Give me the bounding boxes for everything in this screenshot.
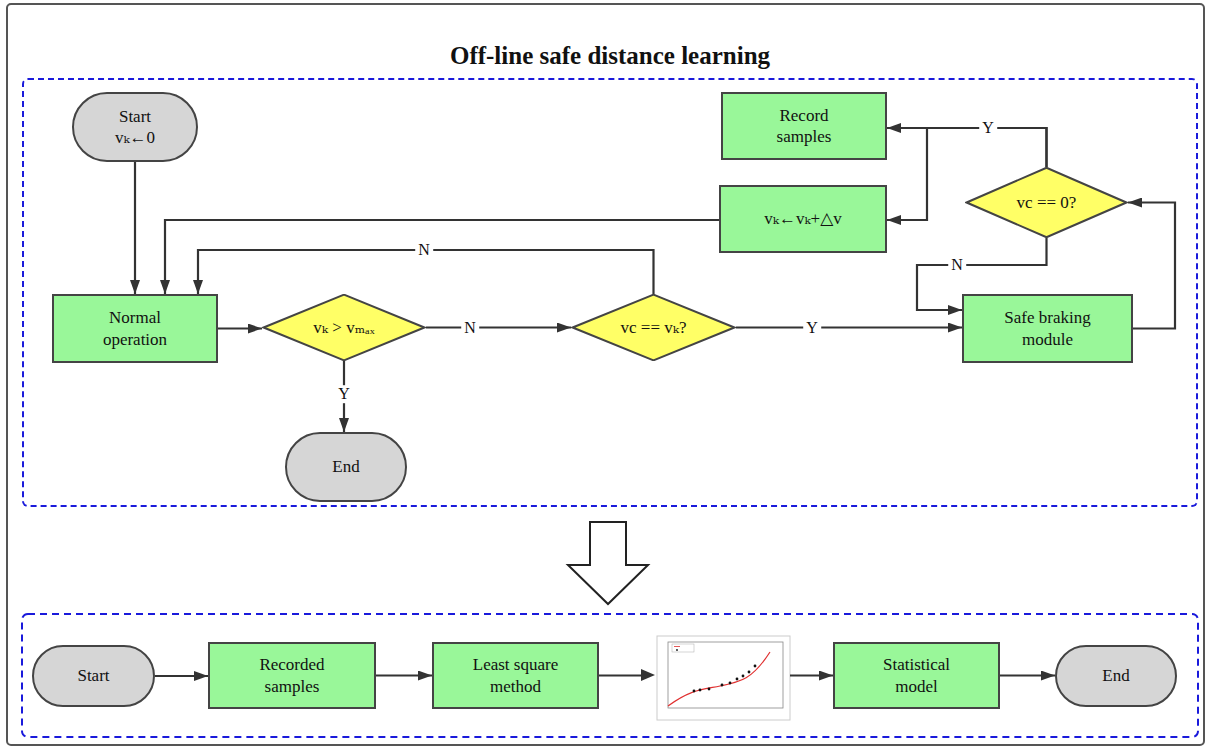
edge-label: N [948,256,966,274]
edge-label: Y [335,385,353,403]
flow-connector [426,326,571,328]
flow-connector [165,220,719,294]
process-box: Statistical model [833,642,1000,709]
down-arrow [568,522,648,604]
node-label: vₖ > vₘₐₓ [313,317,374,338]
node-label: End [332,456,359,477]
flow-connector [155,675,208,677]
node-label: vc == 0? [1017,192,1077,213]
process-box: Normal operation [52,294,218,363]
terminal-box: End [285,432,407,502]
plot-thumbnail [657,636,790,720]
node-label: Statistical model [867,654,967,697]
process-box: Recorded samples [208,642,376,709]
edge-label: N [415,241,433,259]
flow-connector [1000,674,1055,676]
edge-label: N [461,319,479,337]
node-label: End [1102,665,1129,686]
process-box: vₖ←vₖ+△v [719,185,887,253]
region-title: Off-line safe distance learning [24,40,1196,71]
flow-connector [218,327,262,329]
flow-connector [887,128,1047,167]
flow-connector [134,162,136,294]
decision-diamond: vc == vₖ? [571,294,736,361]
node-label: Start [77,665,109,686]
dashed-region: Start vₖ←0Normal operation vₖ > vₘₐₓEnd vc… [22,78,1198,507]
flow-connector [599,674,833,676]
dashed-region [22,614,1198,737]
node-label: Safe braking module [985,307,1110,350]
node-label: Record samples [754,105,854,148]
process-box: Record samples [721,92,887,160]
flow-connector [376,674,432,676]
flow-connector [736,326,962,328]
node-label: Least square method [456,654,576,697]
node-label: Recorded samples [242,654,342,697]
outer-frame [7,4,1204,745]
edge-label: Y [803,319,821,337]
node-label: vc == vₖ? [621,317,687,338]
flow-connector [1128,203,1175,329]
node-label: vₖ←vₖ+△v [764,208,842,229]
terminal-box: Start [32,645,155,707]
node-label: Start vₖ←0 [104,106,166,149]
process-box: Least square method [432,642,599,709]
arrowhead [641,669,655,681]
edge-label: Y [979,119,997,137]
terminal-box: Start vₖ←0 [72,92,198,162]
node-label: Normal operation [80,307,190,350]
decision-diamond: vc == 0? [965,167,1128,238]
process-box: Safe braking module [962,294,1133,363]
terminal-box: End [1055,645,1177,707]
decision-diamond: vₖ > vₘₐₓ [262,294,426,361]
